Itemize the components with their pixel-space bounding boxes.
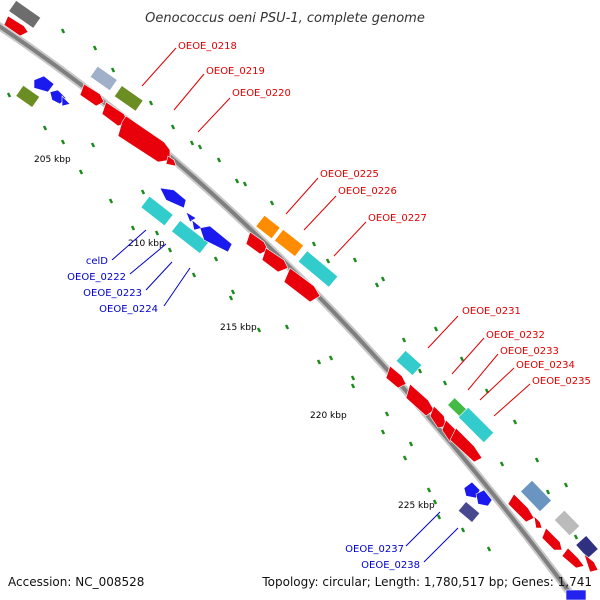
scale-label: 205 kbp [34, 155, 71, 165]
gene-arrow[interactable] [583, 553, 599, 573]
gene-block-olive-rev[interactable] [15, 84, 41, 108]
gene-label[interactable]: OEOE_0232 [486, 330, 545, 341]
gene-arrow-oeoe-0220[interactable] [117, 115, 171, 163]
reverse-gene-labels: celD OEOE_0222 OEOE_0223 OEOE_0224 OEOE_… [67, 256, 420, 571]
gene-arrow-rev-0224[interactable] [199, 225, 233, 253]
gene-arrow[interactable] [541, 527, 563, 551]
scale-label: 225 kbp [398, 501, 435, 511]
gene-block-olive[interactable] [113, 85, 144, 112]
map-title: Oenococcus oeni PSU-1, complete genome [145, 11, 425, 26]
gene-block-cyan-0231[interactable] [395, 350, 423, 376]
gene-arrow[interactable] [507, 493, 535, 523]
gene-label[interactable]: OEOE_0222 [67, 272, 126, 283]
gene-arrow-oeoe-0227[interactable] [283, 267, 321, 303]
gene-block-slate-0238[interactable] [457, 501, 481, 523]
gene-label[interactable]: OEOE_0227 [368, 213, 427, 224]
tick-row-outer-2 [60, 28, 569, 488]
tick-row-inner-1 [18, 91, 442, 520]
gene-block-orange-2[interactable] [274, 229, 304, 257]
forward-leader-lines [141, 47, 531, 417]
gene-block-cyan-0227[interactable] [297, 250, 339, 288]
gene-label[interactable]: OEOE_0235 [532, 376, 591, 387]
gene-block-cyan-0222[interactable] [171, 219, 209, 255]
gene-block-lightgray[interactable] [89, 65, 118, 92]
genome-summary-text: Topology: circular; Length: 1,780,517 bp… [261, 575, 592, 589]
gene-label[interactable]: OEOE_0220 [232, 88, 291, 99]
gene-block-blue-edge[interactable] [565, 589, 587, 600]
gene-label[interactable]: OEOE_0226 [338, 186, 397, 197]
gene-block-navy[interactable] [575, 535, 599, 559]
gene-arrow-oeoe-0225[interactable] [245, 231, 269, 255]
gene-arrow[interactable] [3, 15, 29, 37]
gene-label[interactable]: OEOE_0218 [178, 41, 237, 52]
tick-rows [6, 28, 579, 552]
forward-strand-genes [3, 0, 599, 600]
gene-label[interactable]: OEOE_0224 [99, 304, 158, 315]
gene-arrow-oeoe-0231[interactable] [385, 365, 407, 389]
gene-label[interactable]: OEOE_0237 [345, 544, 404, 555]
gene-arrow-oeoe-0218[interactable] [79, 83, 105, 107]
gene-label[interactable]: OEOE_0234 [516, 360, 575, 371]
accession-text: Accession: NC_008528 [8, 575, 144, 589]
reverse-strand-genes [15, 75, 493, 523]
gene-label[interactable]: OEOE_0225 [320, 169, 379, 180]
gene-arrow[interactable] [533, 515, 543, 529]
gene-arrow-rev-small[interactable] [61, 95, 71, 107]
scale-label: 210 kbp [128, 239, 165, 249]
scale-label: 220 kbp [310, 411, 347, 421]
tick-row-inner-2 [6, 92, 492, 552]
gene-arrow-rev[interactable] [33, 75, 55, 93]
forward-gene-labels: OEOE_0218 OEOE_0219 OEOE_0220 OEOE_0225 … [178, 41, 591, 387]
gene-arrow-oeoe-0226[interactable] [261, 247, 289, 273]
gene-arrow-rev[interactable] [475, 489, 493, 507]
gene-arrow-oeoe-0232[interactable] [405, 383, 435, 417]
reverse-leader-lines [111, 229, 459, 563]
gene-block-silver[interactable] [553, 509, 581, 537]
gene-arrow-rev-small[interactable] [191, 219, 203, 231]
gene-label[interactable]: OEOE_0231 [462, 306, 521, 317]
gene-block-steelblue[interactable] [520, 479, 552, 513]
gene-block-cyan-celd[interactable] [140, 195, 174, 227]
gene-arrow-rev-small[interactable] [185, 211, 197, 223]
gene-block-cyan-0235[interactable] [457, 406, 495, 444]
gene-arrow[interactable] [561, 547, 585, 569]
gene-arrow-rev[interactable] [159, 187, 187, 209]
gene-block-gray[interactable] [8, 0, 42, 29]
scale-label: 215 kbp [220, 323, 257, 333]
gene-arrow-oeoe-0235[interactable] [449, 427, 483, 463]
gene-arrow-oeoe-0233[interactable] [429, 405, 447, 429]
tick-row-outer-1 [110, 67, 579, 540]
gene-label[interactable]: celD [86, 256, 108, 267]
gene-label[interactable]: OEOE_0223 [83, 288, 142, 299]
gene-arrow-small[interactable] [165, 155, 177, 167]
gene-label[interactable]: OEOE_0233 [500, 346, 559, 357]
scale-labels: 205 kbp 210 kbp 215 kbp 220 kbp 225 kbp [34, 155, 435, 511]
gene-label[interactable]: OEOE_0219 [206, 66, 265, 77]
gene-label[interactable]: OEOE_0238 [361, 560, 420, 571]
gene-block-orange-1[interactable] [255, 214, 281, 240]
